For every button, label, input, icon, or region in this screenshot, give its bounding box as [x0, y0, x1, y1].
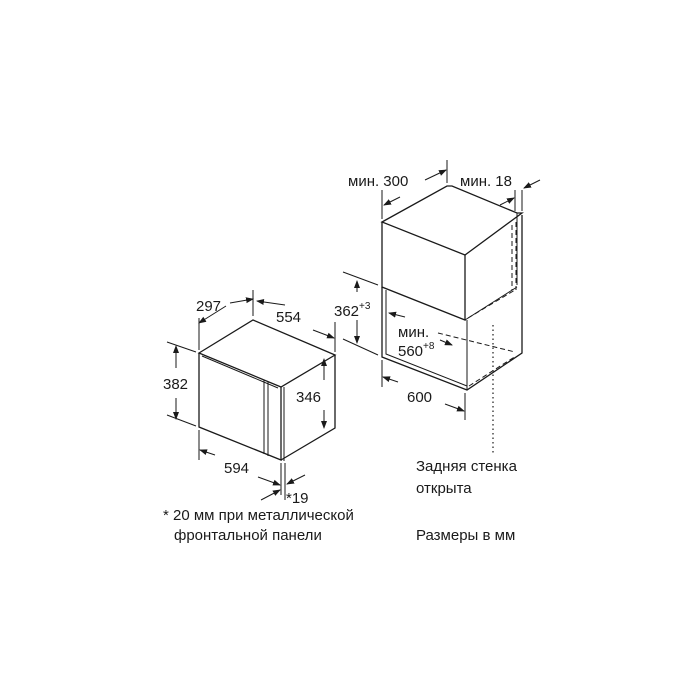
cabinet-dimensions: мин. 300 мин. 18 362+3 мин. 560+8 600	[334, 160, 541, 420]
footnote-line-2: фронтальной панели	[174, 527, 322, 544]
dim-560-tolerance: +8	[423, 341, 435, 352]
dim-19: *19	[286, 490, 309, 507]
dim-297: 297	[196, 298, 221, 315]
microwave-dimensions: 297 554 382 346 594 *19	[163, 290, 336, 507]
cabinet-drawing	[380, 185, 524, 455]
dim-346: 346	[296, 389, 321, 406]
dim-362-tolerance: +3	[359, 301, 371, 312]
back-wall-note-line-2: открыта	[416, 480, 472, 497]
dim-594: 594	[224, 460, 249, 477]
microwave-drawing	[197, 319, 337, 461]
dim-600: 600	[407, 389, 432, 406]
dim-560: 560+8	[398, 341, 435, 360]
dim-554: 554	[276, 309, 301, 326]
dim-min-18: мин. 18	[460, 173, 512, 190]
dim-min-300: мин. 300	[348, 173, 408, 190]
dim-560-value: 560	[398, 343, 423, 360]
units-note: Размеры в мм	[416, 527, 515, 544]
dim-min-label: мин.	[398, 324, 429, 341]
dim-362-value: 362	[334, 303, 359, 320]
dim-362: 362+3	[334, 301, 371, 320]
footnote-line-1: * 20 мм при металлической	[163, 507, 354, 524]
dim-382: 382	[163, 376, 188, 393]
back-wall-note-line-1: Задняя стенка	[416, 458, 518, 475]
